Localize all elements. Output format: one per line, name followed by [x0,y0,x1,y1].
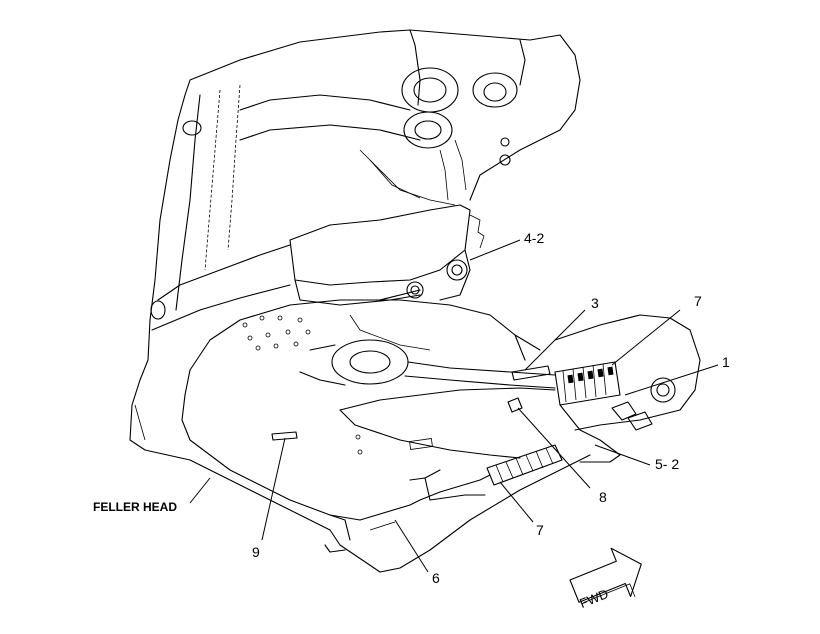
saw-housing [181,289,556,521]
boom-frame [147,29,581,361]
leader-8 [517,407,591,489]
lower-edge [189,454,591,573]
leader-9 [261,437,286,541]
leader-feller-head [189,477,211,504]
callout-9: 9 [252,544,260,560]
decal-block-top [554,361,621,406]
decal-9-shape [271,431,298,441]
leader-6 [394,519,429,573]
decal-block-bottom [486,444,563,486]
callout-4-2: 4-2 [524,230,544,246]
right-plate [339,314,701,463]
hole-pattern [242,315,311,351]
fwd-arrow [569,547,642,603]
left-frame [129,244,291,461]
callout-7-bottom: 7 [536,522,544,538]
callout-6: 6 [432,570,440,586]
callout-7-top: 7 [694,293,702,309]
callout-5-2: 5- 2 [655,456,679,472]
fwd-label: FWD [577,586,610,611]
callout-3: 3 [591,295,599,311]
leader-4-2 [469,239,521,261]
callout-8: 8 [599,489,607,505]
leader-3 [524,309,586,371]
decal-3-shape [511,365,551,381]
leader-1 [624,364,719,396]
upper-bracket [289,204,485,306]
leader-5-2 [594,444,651,466]
leader-lines [189,239,719,573]
feller-head-label: FELLER HEAD [93,500,177,514]
leader-7-bottom [499,481,534,523]
callout-1: 1 [722,354,730,370]
decal-8-shape [507,397,523,413]
leader-7-top [611,309,681,366]
small-decals [271,365,551,441]
